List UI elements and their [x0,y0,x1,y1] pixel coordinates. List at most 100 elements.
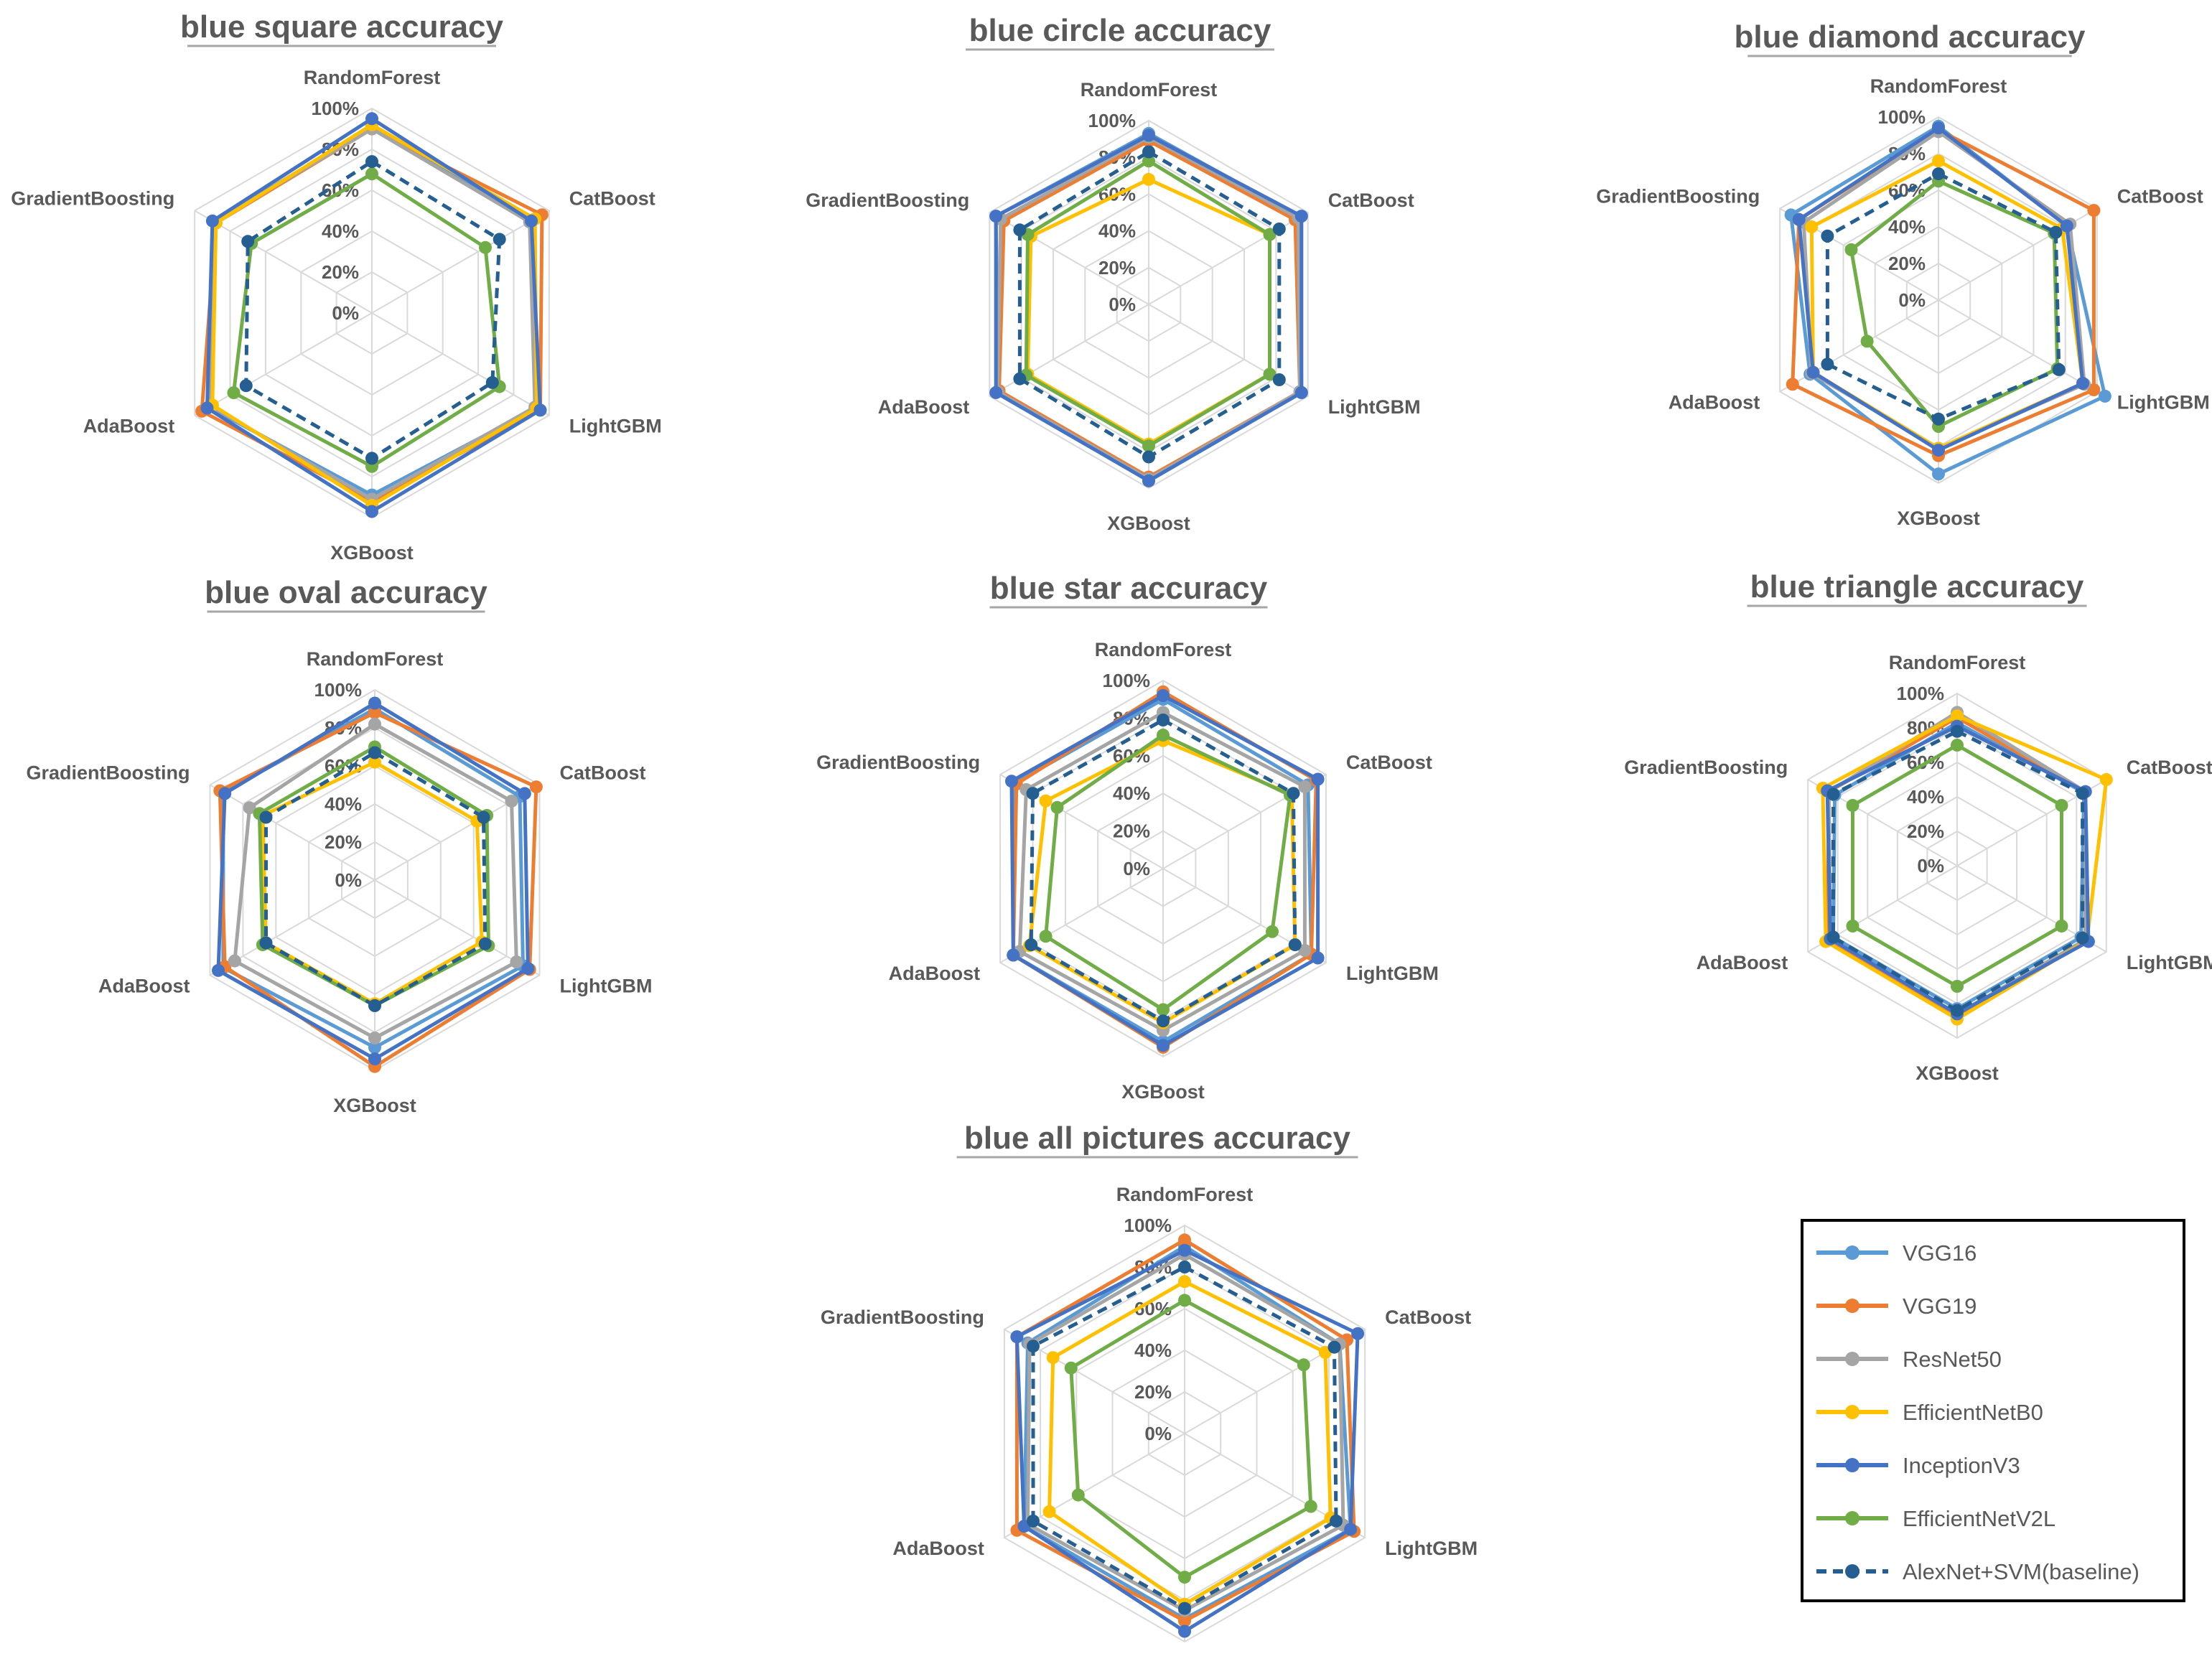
data-point-efficientnetv2l-randomforest [1142,154,1155,168]
data-point-inceptionv3-lightgbm [533,403,547,417]
data-point-efficientnetv2l-catboost [479,240,492,254]
data-point-inceptionv3-catboost [2060,219,2073,233]
chart-title: blue square accuracy [180,9,504,45]
data-point-inceptionv3-randomforest [365,112,378,126]
tick-label: 100% [312,98,360,119]
series-inceptionv3 [1792,121,2089,457]
legend-label: AlexNet+SVM(baseline) [1903,1559,2139,1584]
data-point-inceptionv3-gradientboosting [205,214,219,228]
series-resnet50 [228,717,523,1044]
data-point-efficientnetb0-adaboost [1042,1505,1056,1518]
data-point-alexnet-svm-baseline-catboost [1287,787,1300,800]
series-line-alexnet-svm-baseline [244,159,502,460]
legend-item-inceptionv3: InceptionV3 [1816,1453,2020,1478]
tick-label: 0% [1144,1423,1172,1444]
data-point-alexnet-svm-baseline-xgboost [1178,1602,1191,1615]
legend-label: VGG16 [1903,1240,1977,1266]
radar-spoke [371,210,550,314]
series-efficientnetb0 [1816,709,2113,1026]
axis-label-gradientboosting: GradientBoosting [11,188,174,210]
data-point-alexnet-svm-baseline-lightgbm [485,375,499,389]
series-inceptionv3 [989,128,1308,487]
series-inceptionv3 [200,112,547,518]
data-point-inceptionv3-catboost [525,214,538,228]
data-point-alexnet-svm-baseline-randomforest [1932,167,1945,181]
axis-label-randomforest: RandomForest [1116,1184,1254,1205]
data-point-alexnet-svm-baseline-randomforest [1178,1261,1191,1273]
tick-label: 0% [1898,289,1926,311]
data-point-inceptionv3-lightgbm [1294,385,1308,399]
data-point-alexnet-svm-baseline-gradientboosting [241,235,255,248]
tick-label: 0% [335,869,362,891]
data-point-inceptionv3-gradientboosting [989,210,1003,223]
legend-item-resnet50: ResNet50 [1816,1347,2002,1372]
data-point-inceptionv3-catboost [518,787,531,800]
data-point-alexnet-svm-baseline-catboost [2049,225,2063,239]
data-point-efficientnetv2l-adaboost [227,386,241,400]
series-inceptionv3 [1005,689,1325,1052]
data-point-alexnet-svm-baseline-xgboost [368,999,381,1012]
data-point-resnet50-xgboost [368,1032,381,1044]
data-point-inceptionv3-xgboost [365,505,378,518]
series-inceptionv3 [212,696,535,1066]
legend-swatch-marker [1845,1352,1859,1366]
data-point-efficientnetv2l-xgboost [1142,439,1155,453]
legend-label: InceptionV3 [1903,1453,2020,1478]
radar-chart-blue-oval-accuracy: blue oval accuracy0%20%40%60%80%100%Rand… [27,575,653,1116]
data-point-alexnet-svm-baseline-adaboost [1826,930,1840,944]
data-point-efficientnetv2l-xgboost [1157,1003,1170,1016]
legend-label: EfficientNetV2L [1903,1506,2055,1531]
tick-label: 100% [1103,670,1151,691]
axis-label-randomforest: RandomForest [1889,652,2026,673]
tick-label: 20% [1134,1381,1172,1403]
axis-label-lightgbm: LightGBM [1346,963,1439,984]
tick-label: 40% [1113,782,1150,804]
legend-item-vgg19: VGG19 [1816,1294,1977,1319]
axis-label-xgboost: XGBoost [1121,1081,1205,1103]
data-point-inceptionv3-catboost [1294,210,1308,223]
data-point-resnet50-lightgbm [510,955,523,968]
radar-chart-blue-triangle-accuracy: blue triangle accuracy0%20%40%60%80%100%… [1624,569,2212,1084]
data-point-resnet50-lightgbm [1298,944,1312,957]
data-point-efficientnetv2l-lightgbm [1266,925,1279,938]
data-point-efficientnetb0-randomforest [1142,172,1155,186]
data-point-alexnet-svm-baseline-randomforest [365,155,378,169]
data-point-alexnet-svm-baseline-adaboost [239,379,253,393]
axis-label-adaboost: AdaBoost [878,396,970,418]
data-point-inceptionv3-randomforest [1157,689,1170,702]
legend-swatch-marker [1845,1405,1859,1419]
data-point-alexnet-svm-baseline-adaboost [1013,372,1027,385]
radar-chart-blue-star-accuracy: blue star accuracy0%20%40%60%80%100%Rand… [816,571,1439,1103]
data-point-alexnet-svm-baseline-xgboost [1142,450,1155,464]
data-point-alexnet-svm-baseline-randomforest [1951,724,1964,738]
axis-label-adaboost: AdaBoost [1697,952,1788,973]
data-point-efficientnetv2l-randomforest [1951,739,1964,752]
series-layer [1816,706,2113,1026]
data-point-vgg19-randomforest [368,706,381,719]
data-point-efficientnetb0-randomforest [1178,1275,1191,1289]
data-point-inceptionv3-adaboost [212,963,225,977]
legend-label: VGG19 [1903,1294,1977,1319]
data-point-alexnet-svm-baseline-adaboost [1027,1514,1040,1528]
data-point-alexnet-svm-baseline-randomforest [368,746,381,759]
axis-label-catboost: CatBoost [2127,757,2212,778]
data-point-inceptionv3-xgboost [1178,1624,1191,1638]
series-resnet50 [1013,706,1312,1037]
tick-labels: 0%20%40%60%80%100% [1088,110,1137,315]
axis-label-xgboost: XGBoost [1915,1062,1999,1084]
series-efficientnetv2l [1064,1294,1317,1584]
axis-label-adaboost: AdaBoost [1669,392,1760,413]
data-point-efficientnetv2l-lightgbm [1304,1500,1317,1513]
radar-chart-blue-circle-accuracy: blue circle accuracy0%20%40%60%80%100%Ra… [806,13,1420,534]
legend-swatch-marker [1845,1564,1859,1579]
axis-label-lightgbm: LightGBM [560,976,653,997]
data-point-efficientnetv2l-adaboost [1846,920,1859,932]
data-point-inceptionv3-adaboost [200,401,214,415]
data-point-alexnet-svm-baseline-lightgbm [1272,373,1286,386]
data-point-efficientnetv2l-gradientboosting [1844,243,1858,256]
series-line-alexnet-svm-baseline [1825,172,2061,421]
data-point-efficientnetv2l-adaboost [1039,930,1053,943]
data-point-alexnet-svm-baseline-lightgbm [2076,931,2089,945]
data-point-alexnet-svm-baseline-gradientboosting [1826,787,1840,801]
axis-label-xgboost: XGBoost [1107,513,1190,534]
